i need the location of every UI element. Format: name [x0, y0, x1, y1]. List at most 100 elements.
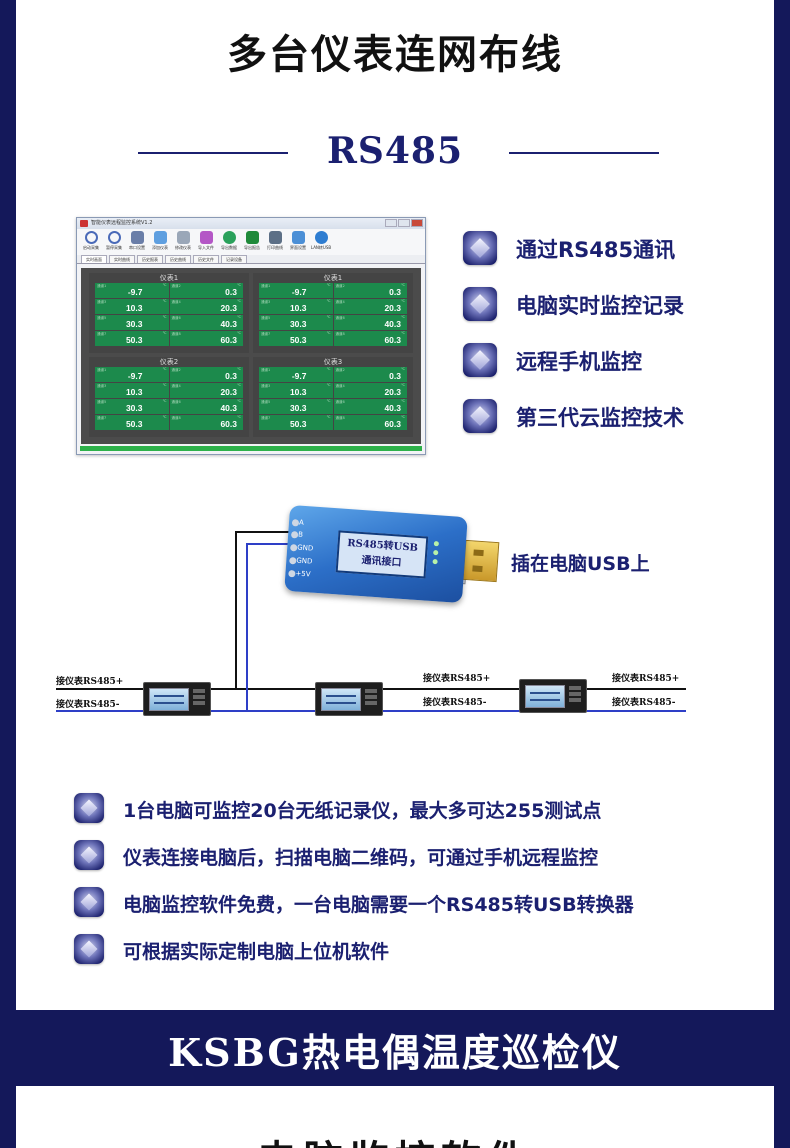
usb-plug-icon	[462, 539, 500, 583]
title-rule-right	[509, 152, 659, 154]
next-section-title: 电脑监控软件	[0, 1128, 790, 1148]
channel-cell: 通道1℃-9.7	[259, 367, 333, 382]
tab-realtime-curve[interactable]: 实时曲线	[109, 255, 135, 263]
maximize-icon[interactable]	[398, 219, 410, 227]
software-window: 智能仪表远程监控系统V1.2 启动采集 暂停采集 串口设置 添加仪表 修改仪表 …	[76, 217, 426, 455]
channel-cell: 通道1℃-9.7	[95, 283, 169, 298]
bullet-icon	[463, 399, 497, 433]
tab-realtime[interactable]: 实时画面	[81, 255, 107, 263]
terminal-label: B	[294, 529, 323, 542]
label-rs485-plus: 接仪表RS485+	[423, 674, 491, 684]
globe-icon	[314, 231, 328, 244]
wire-a-horizontal	[235, 531, 295, 533]
content-panel	[16, 0, 774, 1010]
note-item: 1台电脑可监控20台无纸记录仪，最大多可达255测试点	[123, 800, 602, 822]
status-bar	[80, 446, 422, 451]
play-icon	[84, 231, 98, 244]
recorder-device	[315, 682, 383, 716]
import-icon	[199, 231, 213, 244]
feature-item: 远程手机监控	[516, 350, 642, 374]
toolbar-report[interactable]: 导出报告	[242, 231, 262, 253]
bullet-icon	[74, 793, 104, 823]
cube-icon	[176, 231, 190, 244]
toolbar-import[interactable]: 导入文件	[196, 231, 216, 253]
usb-caption: 插在电脑USB上	[511, 553, 650, 575]
tab-bar: 实时画面 实时曲线 历史报表 历史曲线 历史文件 记录设备	[77, 255, 425, 264]
toolbar: 启动采集 暂停采集 串口设置 添加仪表 修改仪表 导入文件 导出数据 导出报告 …	[77, 229, 425, 255]
toolbar-pause[interactable]: 暂停采集	[104, 231, 124, 253]
bullet-icon	[463, 231, 497, 265]
tab-record-device[interactable]: 记录设备	[221, 255, 247, 263]
toolbar-print[interactable]: 打印曲线	[265, 231, 285, 253]
screen-icon	[291, 231, 305, 244]
pause-icon	[107, 231, 121, 244]
toolbar-port[interactable]: 串口设置	[127, 231, 147, 253]
terminal-label: GND	[293, 542, 322, 555]
close-icon[interactable]	[411, 219, 423, 227]
window-title: 智能仪表远程监控系统V1.2	[91, 220, 153, 226]
toolbar-ui[interactable]: 界面设置	[288, 231, 308, 253]
label-rs485-minus: 接仪表RS485-	[56, 700, 120, 710]
page-title: 多台仪表连网布线	[227, 32, 563, 78]
next-section-panel	[16, 1086, 774, 1148]
app-icon	[80, 220, 88, 227]
terminal-label: GND	[292, 555, 321, 568]
terminal-label: +5V	[291, 568, 320, 581]
recorder-device	[519, 679, 587, 713]
toolbar-lan[interactable]: LAN转USB	[311, 231, 331, 253]
tab-history-file[interactable]: 历史文件	[193, 255, 219, 263]
bullet-icon	[74, 934, 104, 964]
wire-a-vertical	[235, 531, 237, 689]
converter-label-plate: RS485转USB 通讯接口	[335, 530, 429, 579]
section-subtitle: RS485	[326, 130, 464, 172]
monitor-add-icon	[153, 231, 167, 244]
toolbar-start[interactable]: 启动采集	[81, 231, 101, 253]
title-rule-left	[138, 152, 288, 154]
disk-icon	[222, 231, 236, 244]
window-titlebar: 智能仪表远程监控系统V1.2	[77, 218, 425, 229]
rs485-usb-converter: A B GND GND +5V RS485转USB 通讯接口	[284, 504, 468, 604]
minimize-icon[interactable]	[385, 219, 397, 227]
bullet-icon	[74, 887, 104, 917]
tab-history-report[interactable]: 历史报表	[137, 255, 163, 263]
led-indicators	[432, 541, 440, 568]
toolbar-export[interactable]: 导出数据	[219, 231, 239, 253]
toolbar-edit[interactable]: 修改仪表	[173, 231, 193, 253]
channel-cell: 通道1℃-9.7	[95, 367, 169, 382]
toolbar-add[interactable]: 添加仪表	[150, 231, 170, 253]
excel-icon	[245, 231, 259, 244]
note-item: 可根据实际定制电脑上位机软件	[123, 941, 390, 963]
printer-icon	[268, 231, 282, 244]
tab-history-curve[interactable]: 历史曲线	[165, 255, 191, 263]
meter-panel-title: 仪表1	[323, 274, 343, 282]
note-item: 电脑监控软件免费，一台电脑需要一个RS485转USB转换器	[123, 894, 634, 916]
meter-panel-title: 仪表2	[159, 358, 179, 366]
meter-panel-title: 仪表3	[323, 358, 343, 366]
label-rs485-plus: 接仪表RS485+	[612, 674, 680, 684]
